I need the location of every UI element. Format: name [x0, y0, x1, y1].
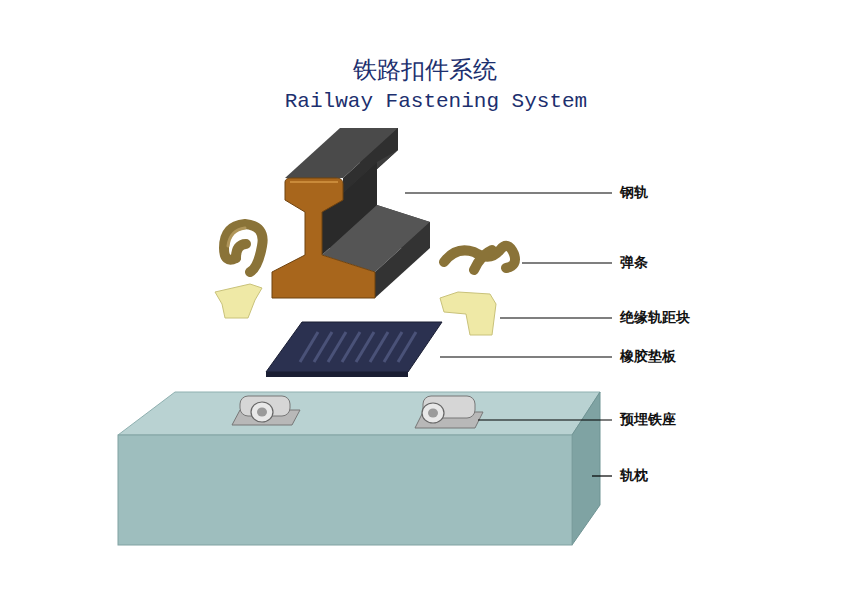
- part-name: 绝缘轨距块: [620, 309, 690, 327]
- elastic-clip-right: [444, 246, 515, 270]
- gauge-block-right: [440, 292, 496, 335]
- part-name: 预埋铁座: [620, 411, 676, 429]
- rail: [272, 128, 430, 298]
- sleeper-side: [572, 392, 600, 545]
- part-name: 橡胶垫板: [620, 348, 676, 366]
- part-name: 轨枕: [620, 467, 648, 485]
- part-name: 钢轨: [620, 184, 648, 202]
- iron-seat-right: [415, 396, 483, 428]
- elastic-clip-left-shade: [228, 228, 245, 246]
- subtitle: Railway Fastening System: [285, 90, 587, 113]
- rubber-pad: [266, 322, 442, 377]
- gauge-block-left: [215, 284, 262, 318]
- sleeper-top: [118, 392, 600, 435]
- sleeper-front: [118, 435, 572, 545]
- elastic-clip-left: [224, 224, 263, 272]
- iron-seat-left: [232, 396, 300, 425]
- title: 铁路扣件系统: [353, 54, 497, 86]
- part-name: 弹条: [620, 254, 648, 272]
- leader-lines: [405, 193, 612, 476]
